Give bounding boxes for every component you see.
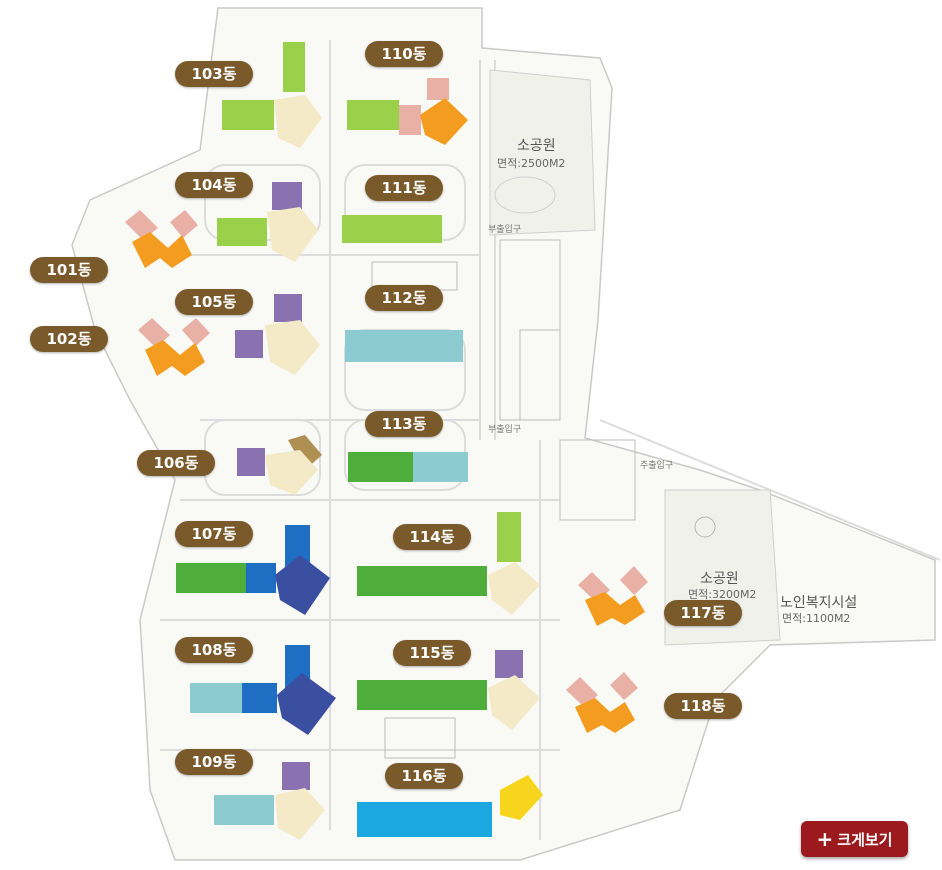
- label-114[interactable]: 114동: [393, 524, 471, 550]
- building-107[interactable]: [176, 525, 330, 615]
- label-111[interactable]: 111동: [365, 175, 443, 201]
- park1-area: 면적:2500M2: [497, 157, 565, 170]
- label-102[interactable]: 102동: [30, 326, 108, 352]
- label-110[interactable]: 110동: [365, 41, 443, 67]
- building-104[interactable]: [217, 182, 318, 262]
- label-117[interactable]: 117동: [664, 600, 742, 626]
- plus-icon: +: [816, 827, 834, 851]
- senior-area: 면적:1100M2: [782, 612, 850, 625]
- building-118[interactable]: [566, 672, 638, 733]
- building-110[interactable]: [347, 78, 468, 145]
- label-112[interactable]: 112동: [365, 285, 443, 311]
- park2-area: 면적:3200M2: [688, 588, 756, 601]
- park1-name: 소공원: [517, 138, 556, 154]
- senior-center: 노인복지시설 면적:1100M2: [780, 595, 857, 625]
- building-115[interactable]: [357, 650, 540, 730]
- enlarge-button[interactable]: +크게보기: [801, 821, 908, 857]
- label-103[interactable]: 103동: [175, 61, 253, 87]
- building-117[interactable]: [578, 566, 648, 626]
- senior-name: 노인복지시설: [780, 595, 857, 611]
- label-107[interactable]: 107동: [175, 521, 253, 547]
- label-104[interactable]: 104동: [175, 172, 253, 198]
- building-114[interactable]: [357, 512, 540, 615]
- label-118[interactable]: 118동: [664, 693, 742, 719]
- building-111[interactable]: [342, 215, 442, 243]
- building-102[interactable]: [138, 318, 210, 376]
- building-108[interactable]: [190, 645, 336, 735]
- park-1: 소공원 면적:2500M2: [489, 69, 596, 236]
- gate-3: 부출입구: [488, 423, 521, 435]
- label-115[interactable]: 115동: [393, 640, 471, 666]
- enlarge-label: 크게보기: [837, 831, 893, 849]
- building-101[interactable]: [125, 210, 198, 268]
- label-101[interactable]: 101동: [30, 257, 108, 283]
- gate-1: 주출입구: [640, 459, 673, 471]
- label-105[interactable]: 105동: [175, 289, 253, 315]
- building-103[interactable]: [222, 42, 322, 148]
- building-116[interactable]: [357, 775, 543, 837]
- building-105[interactable]: [235, 294, 320, 375]
- parking-structures: [371, 239, 636, 759]
- gate-2: 부출입구: [488, 223, 521, 235]
- park2-name: 소공원: [700, 571, 739, 587]
- building-112[interactable]: [345, 330, 463, 362]
- label-113[interactable]: 113동: [365, 411, 443, 437]
- label-108[interactable]: 108동: [175, 637, 253, 663]
- building-109[interactable]: [214, 762, 325, 840]
- building-113[interactable]: [348, 452, 468, 482]
- label-106[interactable]: 106동: [137, 450, 215, 476]
- label-109[interactable]: 109동: [175, 749, 253, 775]
- label-116[interactable]: 116동: [385, 763, 463, 789]
- building-106[interactable]: [237, 435, 322, 495]
